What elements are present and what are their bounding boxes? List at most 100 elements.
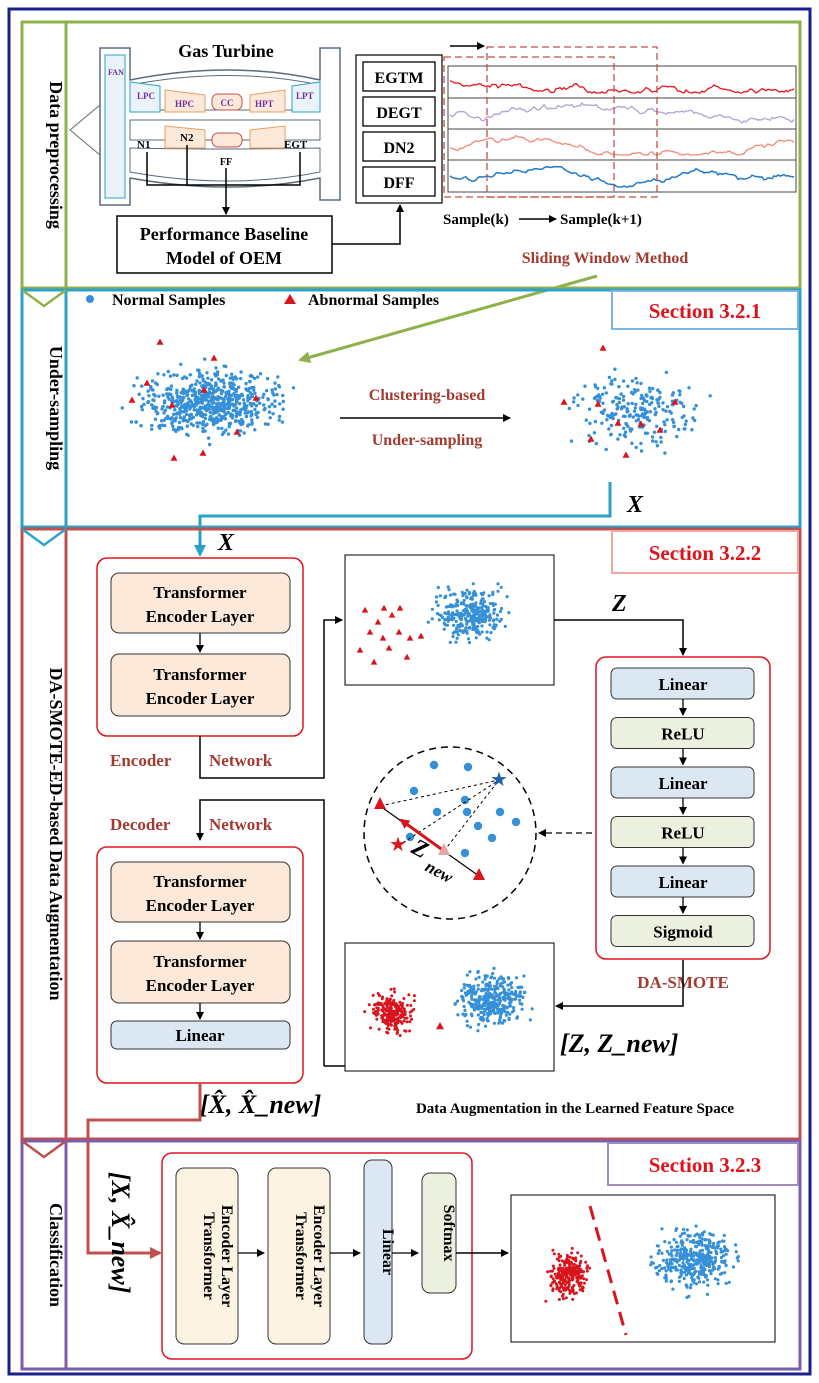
decoder-network: Decoder Network Transformer Encoder Laye…	[96, 799, 325, 1084]
normal-legend-marker	[86, 295, 94, 303]
classifier-layer-2-line1: Transformer	[292, 1212, 309, 1300]
arrow-to-encoder	[194, 482, 612, 557]
dasmote-layer-label-2: Linear	[658, 774, 708, 793]
section-label-classification: Classification	[46, 1203, 66, 1307]
baseline-line2: Model of OEM	[166, 248, 282, 268]
decoder-caption-b: Network	[209, 815, 273, 834]
sample-legend: Normal Samples Abnormal Samples	[86, 292, 439, 309]
sample-k-label: Sample(k)	[443, 212, 509, 228]
decision-boundary	[588, 1205, 628, 1336]
window-k1	[486, 46, 658, 198]
arrow-z-to-dasmote	[554, 619, 687, 656]
sliding-window-caption: Sliding Window Method	[522, 250, 689, 267]
baseline-line1: Performance Baseline	[140, 224, 308, 244]
egt-label: EGT	[284, 139, 308, 151]
anchor-star-icon: ★	[490, 769, 508, 791]
classifier-softmax-label: Softmax	[440, 1205, 457, 1262]
augmentation-section: DA-SMOTE-ED-based Data Augmentation Sect…	[20, 527, 802, 1141]
hpc-label: HPC	[175, 99, 194, 109]
smote-interpolation: ★ ★ Z new	[363, 746, 592, 920]
clustering-label-2: Under-sampling	[372, 432, 483, 449]
param-label-dn2: DN2	[383, 140, 414, 157]
dasmote-layer-label-4: Linear	[658, 873, 708, 892]
param-box-degt	[362, 96, 436, 127]
n2-label: N2	[180, 132, 194, 144]
section-tag-323	[607, 1142, 799, 1186]
signal-degt	[449, 102, 795, 125]
decoder-linear-label: Linear	[175, 1026, 225, 1045]
dasmote-layer-label-1: ReLU	[661, 725, 704, 744]
fan-label: FAN	[108, 68, 124, 77]
section-label-augmentation: DA-SMOTE-ED-based Data Augmentation	[46, 667, 66, 1000]
section-tag-321	[611, 290, 799, 330]
classifier-input-label: [X, X̂_new]	[106, 1172, 135, 1293]
z-label: Z	[611, 591, 627, 617]
cc-label: CC	[221, 98, 234, 108]
section-label-preprocessing: Data preprocessing	[46, 81, 66, 229]
dasmote-layer-label-0: Linear	[658, 675, 708, 694]
encoder-layer-2-line1: Transformer	[153, 665, 247, 684]
section-tag-323-text: Section 3.2.3	[649, 1153, 762, 1177]
gas-turbine-diagram: Gas Turbine FAN LPC HPC CC HPT LPT N1 N2…	[69, 41, 404, 274]
undersampling-section: Under-sampling Section 3.2.1	[20, 288, 802, 529]
signal-egtm	[449, 80, 795, 94]
decoder-layer-1-line2: Encoder Layer	[146, 896, 255, 915]
augmented-latent-plot	[344, 942, 555, 1072]
scatter-dense-before	[120, 338, 296, 461]
param-label-egtm: EGTM	[375, 70, 424, 87]
encoder-layer-1-line2: Encoder Layer	[146, 607, 255, 626]
signal-dn2	[449, 134, 795, 156]
section-label-undersampling: Under-sampling	[46, 346, 66, 470]
decoder-linear	[110, 1020, 291, 1050]
preprocessing-section: Data preprocessing	[20, 20, 802, 290]
classifier-layer-1-line2: Encoder Layer	[218, 1205, 235, 1307]
dasmote-layer-label-3: ReLU	[661, 824, 704, 843]
classification-section: Classification Section 3.2.3	[20, 1139, 802, 1371]
sliding-window-plot: Sample(k) Sample(k+1) Sliding Window Met…	[443, 42, 797, 267]
decoder-layer-2-line1: Transformer	[153, 952, 247, 971]
abnormal-legend-marker	[284, 294, 296, 304]
xhat-label: [X̂, X̂_new]	[200, 1090, 321, 1119]
dasmote-layer-label-5: Sigmoid	[653, 923, 713, 942]
encoder-network: X Transformer Encoder Layer Transformer …	[96, 530, 343, 779]
classifier-softmax	[421, 1172, 457, 1294]
abnormal-legend-label: Abnormal Samples	[308, 292, 439, 309]
hpt-label: HPT	[255, 99, 274, 109]
gas-turbine-title: Gas Turbine	[178, 41, 274, 61]
lpt-label: LPT	[296, 91, 314, 101]
param-box-egtm	[362, 61, 436, 92]
encoder-layer-2-line2: Encoder Layer	[146, 689, 255, 708]
augmented-latent-points	[363, 966, 534, 1037]
svg-text:new: new	[422, 857, 457, 887]
window-k	[443, 56, 615, 198]
classifier-layer-1-line1: Transformer	[200, 1212, 217, 1300]
classifier-linear-label: Linear	[379, 1229, 396, 1275]
z-concat-label: [Z, Z_new]	[560, 1029, 678, 1058]
section-tag-321-text: Section 3.2.1	[649, 299, 762, 323]
synthetic-star-icon: ★	[389, 834, 407, 856]
classification-points	[544, 1224, 741, 1303]
encoder-layer-2	[110, 653, 291, 717]
classification-result-plot	[510, 1194, 776, 1343]
baseline-model-box	[116, 215, 333, 274]
classifier-layer-2-line2: Encoder Layer	[310, 1205, 327, 1307]
outer-frame	[7, 7, 812, 1376]
x-label-undersampled: X	[626, 492, 644, 518]
normal-legend-label: Normal Samples	[112, 292, 225, 309]
decoder-layer-1-line1: Transformer	[153, 872, 247, 891]
dasmote-layer-5	[610, 915, 755, 947]
param-box-dff	[362, 166, 436, 197]
decoder-layer-2-line2: Encoder Layer	[146, 976, 255, 995]
z-new-annotation: Z new	[406, 834, 456, 887]
signal-dff	[449, 165, 795, 188]
param-label-degt: DEGT	[376, 105, 422, 122]
n1-label: N1	[137, 139, 150, 151]
classifier-layer-1	[175, 1167, 239, 1345]
param-label-dff: DFF	[383, 175, 414, 192]
encoder-layer-1-line1: Transformer	[153, 583, 247, 602]
augmentation-caption: Data Augmentation in the Learned Feature…	[416, 1101, 734, 1117]
